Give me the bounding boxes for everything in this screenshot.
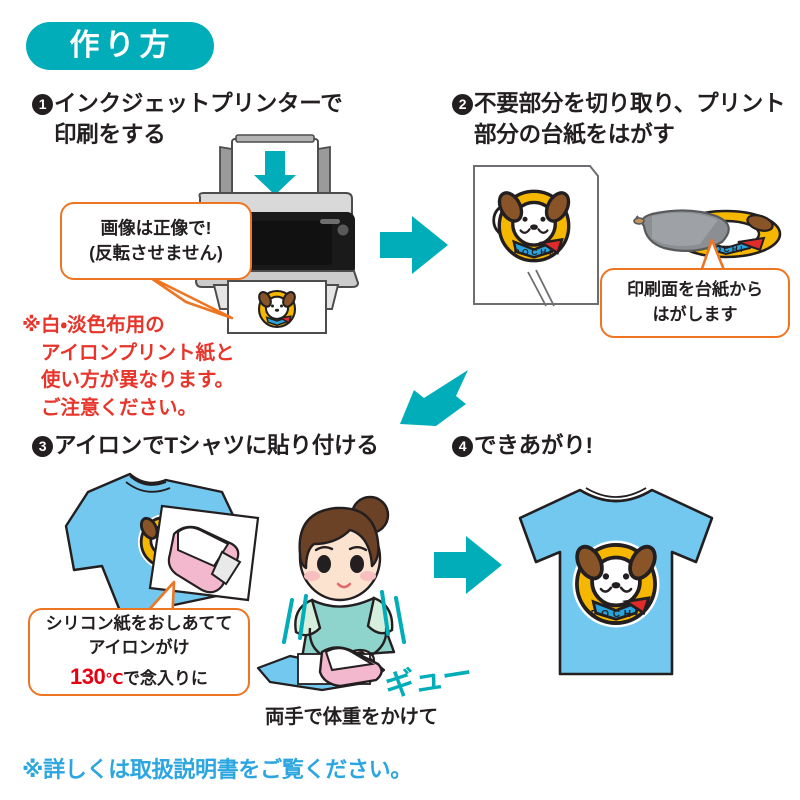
svg-text:POCHI: POCHI: [591, 609, 642, 620]
bubble-1-line1: 画像は正像で!: [100, 217, 212, 238]
section-title-badge: 作り方: [26, 22, 214, 70]
both-hands-caption: 両手で体重をかけて: [265, 706, 438, 728]
bubble-1-line2: (反転させません): [89, 243, 223, 263]
paper-feed-arrow-icon: [254, 151, 296, 195]
iron-temperature-unit: ℃: [105, 670, 123, 688]
caution-line2: アイロンプリント紙と: [41, 341, 235, 364]
caution-line1: ※白・淡色布用の: [22, 314, 165, 336]
bubble-iron-temperature: シリコン紙をおしあてて アイロンがけ 130℃で念入りに: [28, 608, 250, 696]
mascot-on-finished-tshirt: POCHI: [572, 540, 660, 628]
svg-text:POCHI: POCHI: [707, 245, 745, 254]
step-1-title-line1: インクジェットプリンターで: [54, 91, 343, 116]
pressure-lines: [282, 590, 406, 644]
cut-sheet-illustration: POCHI: [473, 165, 599, 307]
arrow-step1-to-step2-icon: [380, 216, 448, 274]
bubble-3-line1: シリコン紙をおしあてて: [45, 614, 233, 634]
section-title-label: 作り方: [69, 29, 175, 62]
bubble-2-line2: はがします: [652, 305, 738, 324]
mascot-on-printed-sheet: [257, 289, 297, 329]
svg-text:POCHI: POCHI: [514, 247, 555, 257]
bubble-3-line2: アイロンがけ: [88, 638, 190, 658]
step-2-title-line1: 不要部分を切り取り、プリント: [474, 91, 786, 116]
step-3-title-line1: アイロンでTシャツに貼り付ける: [54, 433, 379, 458]
bubble-image-orientation: 画像は正像で! (反転させません): [60, 202, 252, 280]
caution-line4: ご注意ください。: [41, 397, 198, 420]
bubble-3-line3: 130℃で念入りに: [46, 661, 233, 692]
step-4-number: 4: [452, 436, 473, 457]
bubble-3-line3-rest: で念入りに: [122, 668, 208, 688]
person-ironing-illustration: [256, 495, 406, 692]
footnote-manual-reference: ※詳しくは取扱説明書をご覧ください。: [22, 757, 412, 782]
caution-note: ※白・淡色布用の アイロンプリント紙と 使い方が異なります。 ご注意ください。: [22, 312, 272, 423]
tshirt-ironing-illustration: [64, 472, 260, 618]
step-2-title-line2: 部分の台紙をはがす: [474, 122, 675, 148]
arrow-step2-to-step3-icon: [400, 370, 468, 426]
step-3-number: 3: [32, 436, 53, 457]
arrow-step3-to-step4-icon: [434, 536, 502, 594]
peeling-backing-illustration: POCHI: [633, 209, 782, 259]
caution-line3: 使い方が異なります。: [41, 369, 235, 392]
step-1-title-line2: 印刷をする: [54, 122, 166, 148]
bubble-2-line1: 印刷面を台紙から: [627, 280, 763, 300]
step-4-title-line1: できあがり!: [474, 433, 593, 458]
iron-on-silicone-paper: [167, 525, 242, 594]
step-1-number: 1: [32, 94, 53, 115]
iron-temperature-value: 130: [70, 663, 106, 689]
finished-tshirt-illustration: POCHI: [518, 487, 714, 676]
mascot-on-cut-sheet: POCHI: [492, 189, 571, 263]
bubble-peel-backing: 印刷面を台紙から はがします: [600, 268, 790, 338]
step-2-number: 2: [452, 94, 473, 115]
